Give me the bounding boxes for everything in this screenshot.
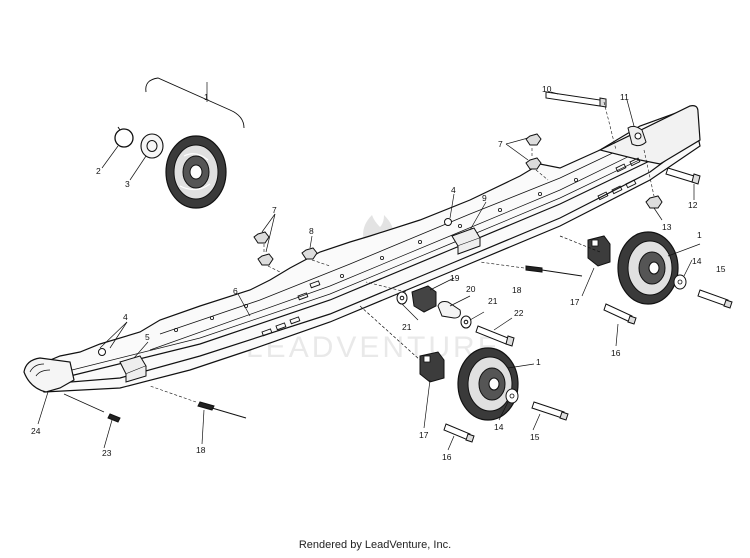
callout-16-rear: 16 [611,348,621,358]
callout-10: 10 [542,84,552,94]
callout-2: 2 [96,166,101,176]
callout-9: 9 [482,193,487,203]
callout-15-center: 15 [530,432,540,442]
callout-24: 24 [31,426,41,436]
callout-17-rear: 17 [570,297,580,307]
nut-7b [525,157,542,170]
callout-13: 13 [662,222,672,232]
callout-12: 12 [688,200,698,210]
washer-rear [673,274,687,290]
callout-labels: 1 2 3 4 5 6 7 8 4 9 7 10 11 12 13 1 14 1… [31,84,726,462]
pivot-block-rear [587,235,611,267]
nut-13 [645,195,663,209]
leader-lines [37,82,701,451]
wheel-assembly-center [359,305,569,443]
bushing-20 [437,301,461,319]
callout-5: 5 [145,332,150,342]
rail-track-3 [149,145,651,351]
rail-upper-channel [159,139,641,335]
nut-7a [525,133,542,146]
callout-4-front: 4 [123,312,128,322]
callout-7-front: 7 [272,205,277,215]
callout-14-center: 14 [494,422,504,432]
callout-19: 19 [450,273,460,283]
callout-21-left: 21 [402,322,412,332]
pin-18-top [525,265,583,277]
callout-16-center: 16 [442,452,452,462]
assembly-bracket-line [145,77,245,129]
nut-7c [253,231,270,244]
callout-1-rear: 1 [697,230,702,240]
hardware [63,91,701,423]
footer-credit: Rendered by LeadVenture, Inc. [298,539,452,551]
callout-1-top: 1 [204,92,209,102]
bolt-10 [545,91,601,107]
callout-4-center: 4 [451,185,456,195]
callout-14-rear: 14 [692,256,702,266]
bolt-16-rear [603,303,637,325]
center-bracket [451,227,481,255]
callout-3: 3 [125,179,130,189]
callout-18-top: 18 [512,285,522,295]
callout-1-center: 1 [536,357,541,367]
washer-center [505,388,519,404]
callout-18-bottom: 18 [196,445,206,455]
callout-23: 23 [102,448,112,458]
nut-8 [301,247,318,260]
pin-23 [107,413,121,423]
axle-bolt-center [531,401,569,421]
rail-track-2 [71,149,661,371]
callout-7-rear: 7 [498,139,503,149]
snap-ring [114,128,134,148]
rail-track-1 [69,155,661,377]
callout-21-right: 21 [488,296,498,306]
callout-6: 6 [233,286,238,296]
callout-8: 8 [309,226,314,236]
rail-holes [173,177,579,332]
pin-18-bottom [197,401,247,419]
wheel-assembly-exploded [114,77,245,209]
washer-4b [98,348,106,356]
callout-15-rear: 15 [716,264,726,274]
callout-20: 20 [466,284,476,294]
rail-rear-cover [598,105,701,165]
slide-rail-assembly [23,105,701,393]
wheel-assembly-rear [559,231,733,325]
bolt-16-center [443,423,475,443]
rail-front-tip [23,357,75,393]
washer-4a [444,218,452,226]
front-bracket [119,355,147,383]
bearing [140,133,164,159]
bolt-12 [665,167,695,183]
rail-slots [261,157,641,337]
nut-7d [257,253,274,266]
callout-22: 22 [514,308,524,318]
callout-11: 11 [620,92,629,102]
axle-bolt-rear [697,289,733,309]
bracket-19 [411,285,437,313]
callout-17-center: 17 [419,430,429,440]
